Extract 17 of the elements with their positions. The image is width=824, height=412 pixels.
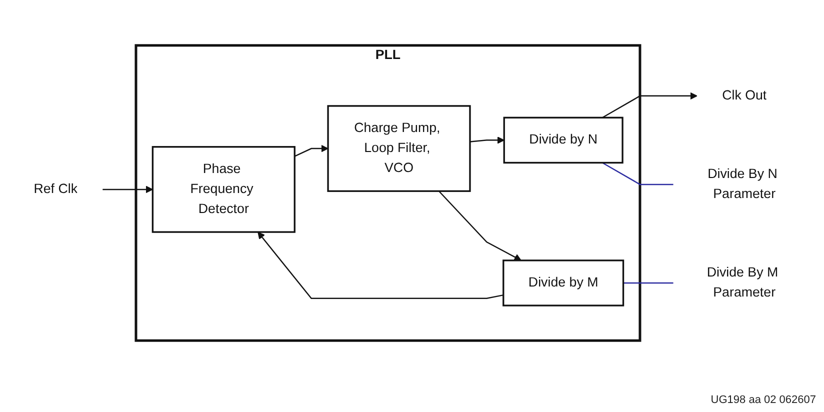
arrow — [470, 136, 504, 144]
arrow — [294, 144, 328, 156]
node-box: Divide by N — [503, 116, 624, 164]
node-text: Clk Out — [722, 88, 767, 102]
connector — [623, 282, 674, 284]
node-text: Divide By N Parameter — [708, 166, 778, 201]
arrow — [438, 190, 522, 260]
node-box: Divide by M — [502, 259, 624, 306]
arrow — [258, 231, 504, 299]
node-text: Divide By M Parameter — [706, 264, 778, 300]
node-box: Charge Pump, Loop Filter, VCO — [327, 104, 471, 192]
node-text: Ref Clk — [34, 181, 78, 196]
arrow — [102, 185, 154, 193]
node-box: Phase Frequency Detector — [152, 146, 296, 232]
figure-id: UG198 aa 02 062607 — [710, 394, 816, 406]
arrow — [602, 92, 698, 118]
connector — [602, 162, 674, 185]
